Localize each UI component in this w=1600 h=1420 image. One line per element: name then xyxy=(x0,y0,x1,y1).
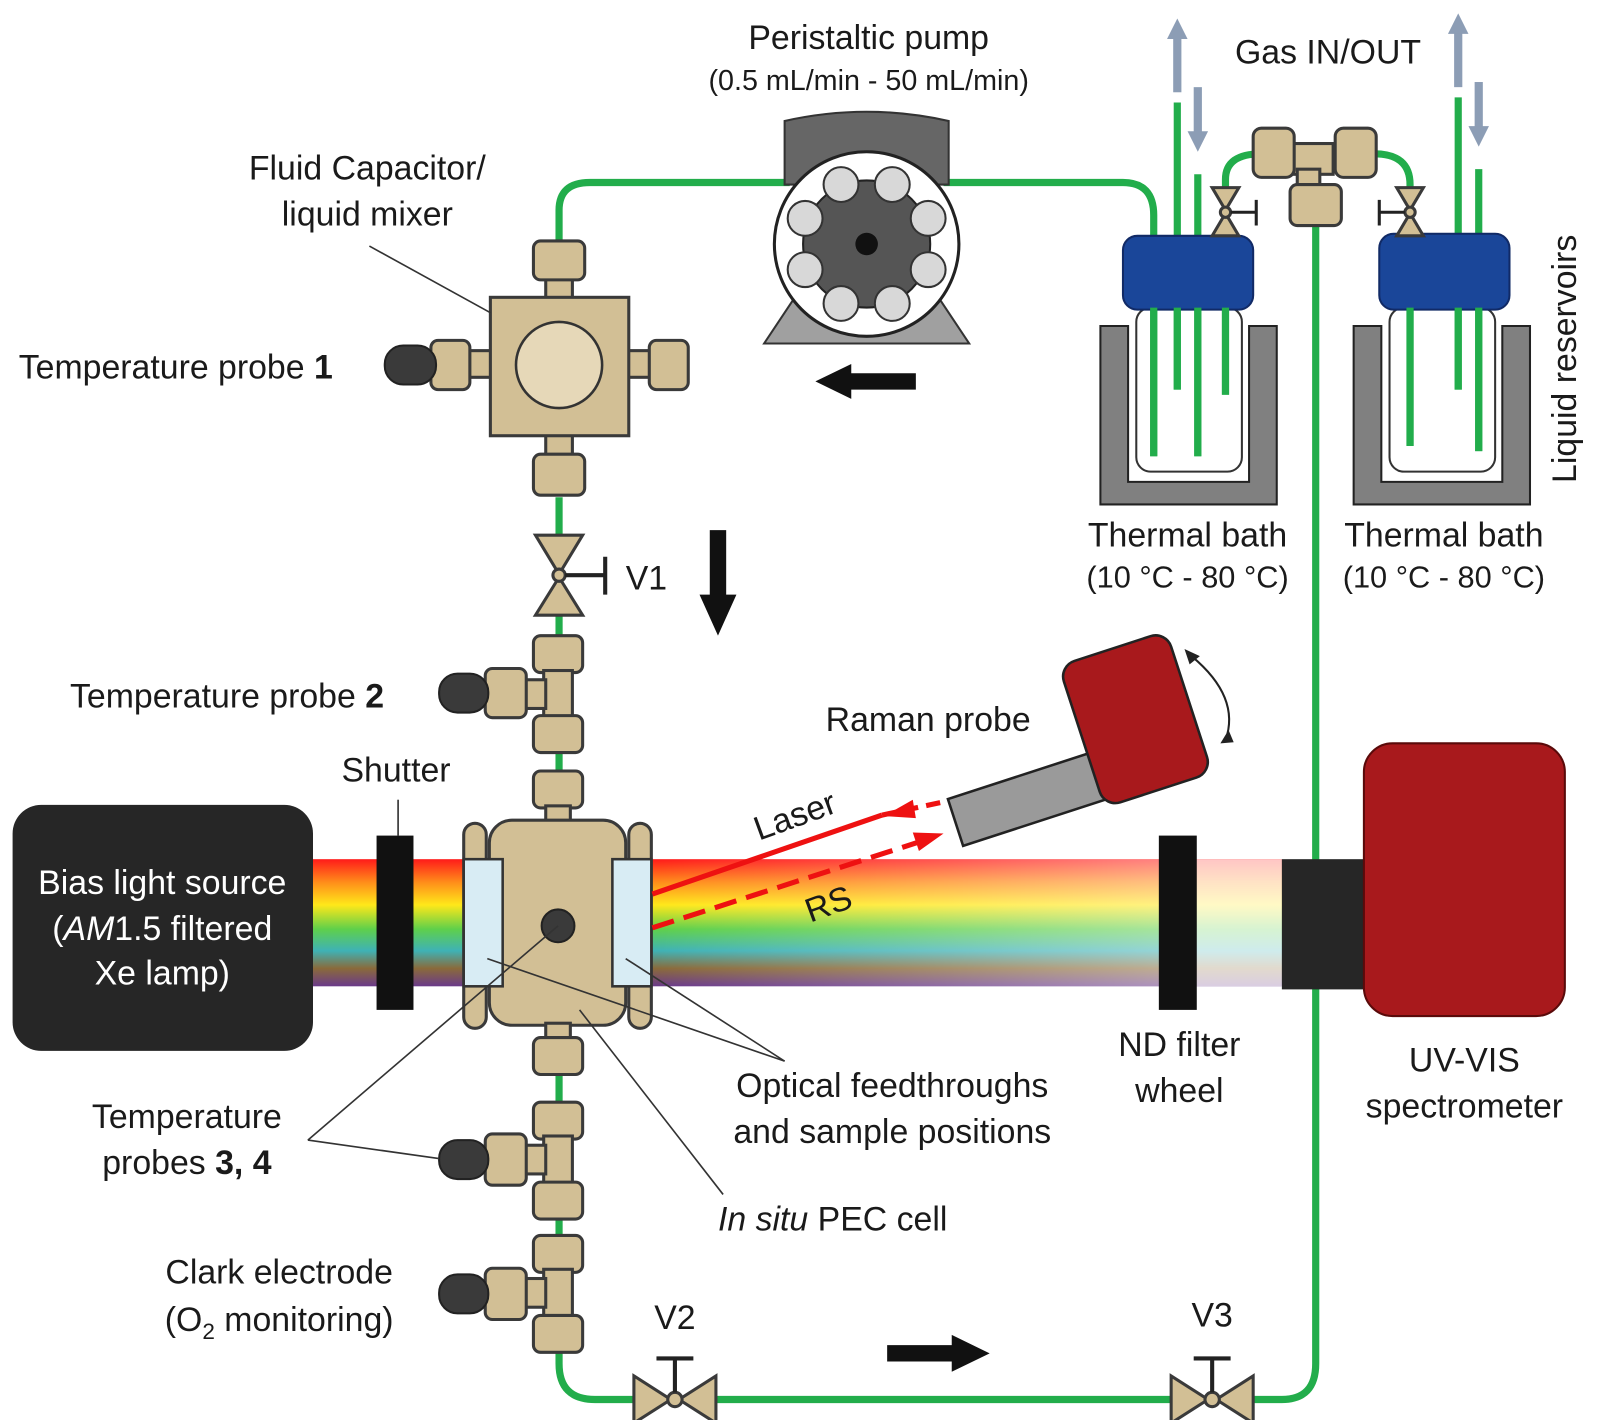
mixer-label-2: liquid mixer xyxy=(282,196,453,234)
bath-left-label-1: Thermal bath xyxy=(1088,516,1287,554)
reservoirs-label: Liquid reservoirs xyxy=(1546,235,1584,483)
temperature-probe-1 xyxy=(383,344,438,386)
bath-left-label-2: (10 °C - 80 °C) xyxy=(1086,559,1288,594)
raman-label: Raman probe xyxy=(826,701,1031,739)
clark-label-2: (O2 monitoring) xyxy=(165,1301,394,1344)
pec-label: In situ PEC cell xyxy=(718,1200,947,1238)
gas-t-fitting xyxy=(1251,126,1378,228)
valve-v3[interactable] xyxy=(1169,1356,1255,1420)
reservoir-cap-left xyxy=(1121,234,1255,311)
v3-label: V3 xyxy=(1191,1297,1232,1335)
arrow-down-icon xyxy=(699,530,737,636)
tp34-label-1: Temperature xyxy=(92,1098,282,1136)
mixer-label-1: Fluid Capacitor/ xyxy=(249,149,486,187)
arrow-right-icon xyxy=(887,1334,990,1372)
valve-v2[interactable] xyxy=(632,1356,718,1420)
labels: Peristaltic pump (0.5 mL/min - 50 mL/min… xyxy=(19,19,1584,1344)
fluid-capacitor-mixer xyxy=(383,239,690,497)
temp-probe-2-label: Temperature probe 2 xyxy=(70,677,384,715)
leader-lines xyxy=(307,245,786,1195)
uvvis-label-1: UV-VIS xyxy=(1409,1041,1520,1079)
uvvis-label-2: spectrometer xyxy=(1366,1088,1563,1126)
peristaltic-pump xyxy=(762,110,972,345)
v1-label: V1 xyxy=(626,560,667,598)
optical-window-left xyxy=(462,857,504,988)
bath-right-label-1: Thermal bath xyxy=(1344,516,1543,554)
bath-right-label-2: (10 °C - 80 °C) xyxy=(1343,559,1545,594)
valve-v1[interactable] xyxy=(532,533,608,617)
shutter-label: Shutter xyxy=(342,751,451,789)
gas-label: Gas IN/OUT xyxy=(1235,34,1421,72)
temperature-probe-3-4 xyxy=(438,1139,490,1181)
tubing xyxy=(555,97,1483,1404)
optical-label-2: and sample positions xyxy=(733,1113,1051,1151)
flow-arrows xyxy=(699,363,990,1372)
temp-probe-1-label: Temperature probe 1 xyxy=(19,348,333,386)
bias-label-2: (AM1.5 filtered xyxy=(52,910,272,948)
bias-label-1: Bias light source xyxy=(38,864,286,902)
nd-label-1: ND filter xyxy=(1118,1026,1240,1064)
optical-window-right xyxy=(611,857,653,988)
gas-valve-right[interactable] xyxy=(1377,186,1427,238)
pump-title: Peristaltic pump xyxy=(748,19,989,57)
tp34-label-2: probes 3, 4 xyxy=(102,1144,271,1182)
bias-light-source: Bias light source (AM1.5 filtered Xe lam… xyxy=(12,804,313,1051)
clark-label-1: Clark electrode xyxy=(165,1254,393,1292)
probe-2-fitting xyxy=(438,634,585,826)
bias-label-3: Xe lamp) xyxy=(95,954,230,992)
thermal-bath-right xyxy=(1352,232,1532,506)
laser-beams xyxy=(651,797,955,931)
raman-probe xyxy=(946,634,1210,848)
uv-vis-spectrometer xyxy=(1281,742,1566,1018)
nd-filter-wheel[interactable] xyxy=(1158,835,1197,1010)
laser-label: Laser xyxy=(749,784,842,849)
arrow-left-icon xyxy=(815,363,916,399)
gas-arrows xyxy=(1167,13,1489,152)
thermal-bath-left xyxy=(1099,234,1278,506)
reservoir-cap-right xyxy=(1378,232,1511,311)
pump-range: (0.5 mL/min - 50 mL/min) xyxy=(708,65,1028,97)
pec-cell xyxy=(462,818,653,1030)
clark-electrode xyxy=(438,1273,490,1315)
gas-valve-left[interactable] xyxy=(1209,186,1258,238)
lower-fittings xyxy=(438,1021,585,1354)
v2-label: V2 xyxy=(654,1299,695,1337)
optical-label-1: Optical feedthroughs xyxy=(736,1067,1048,1105)
shutter[interactable] xyxy=(376,835,414,1010)
nd-label-2: wheel xyxy=(1134,1072,1223,1110)
